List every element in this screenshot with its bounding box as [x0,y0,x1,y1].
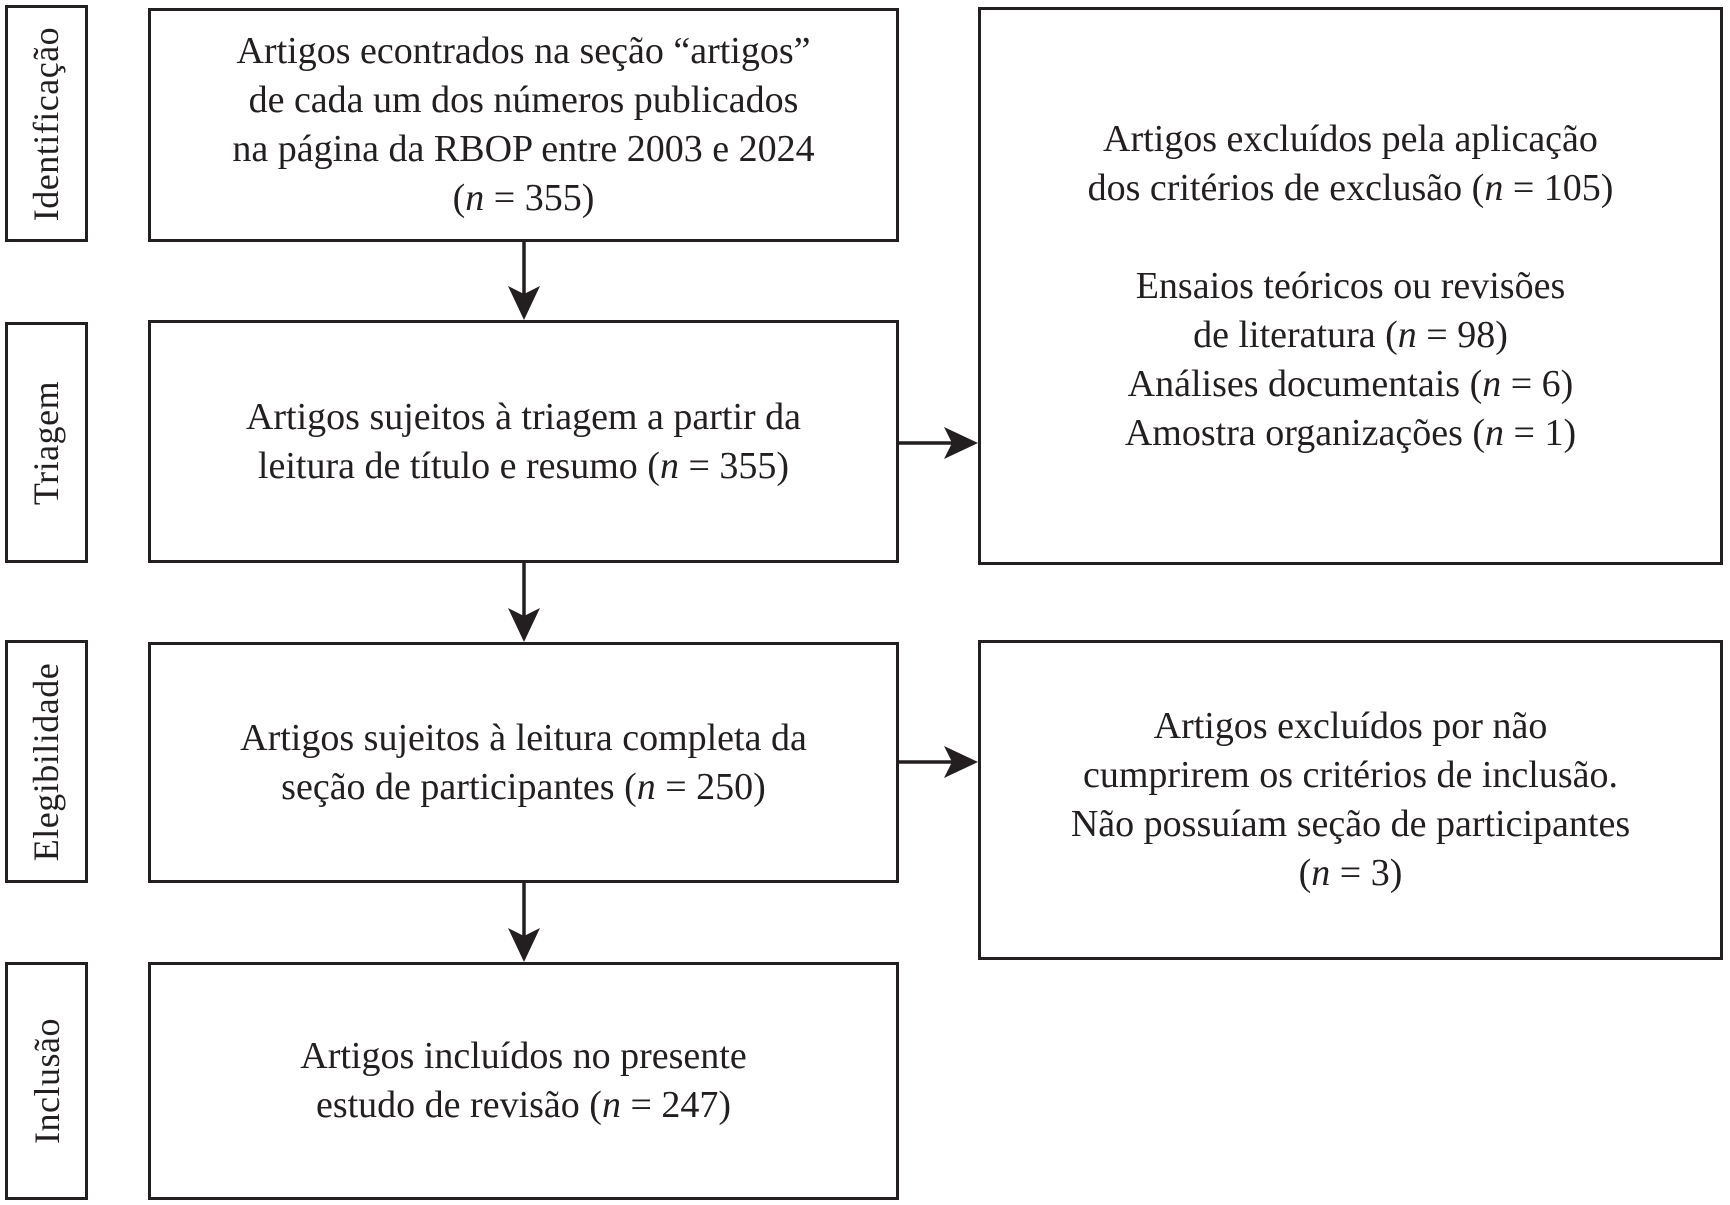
stage-box-identificacao: Identificação [5,5,88,242]
exclusion-box-elegibilidade-details: Não possuíam seção de participantes(n = … [1070,803,1631,894]
stage-label-inclusao: Inclusão [26,1018,67,1144]
stage-box-triagem: Triagem [5,322,88,563]
arrow-elegibilidade-to-inclusao [508,883,540,962]
stage-label-identificacao: Identificação [26,26,67,221]
arrow-triagem-to-elegibilidade [508,563,540,642]
arrow-triagem-to-exclusao [899,427,978,459]
arrow-identificacao-to-triagem [508,242,540,320]
flow-box-identificacao-text: Artigos econtrados na seção “artigos”de … [232,30,815,219]
flow-box-identificacao: Artigos econtrados na seção “artigos”de … [148,8,899,242]
stage-label-elegibilidade: Elegibilidade [26,662,67,861]
stage-box-elegibilidade: Elegibilidade [5,640,88,883]
stage-box-inclusao: Inclusão [5,962,88,1200]
stage-label-triagem: Triagem [26,380,67,505]
arrow-elegibilidade-to-exclusao [899,746,978,778]
